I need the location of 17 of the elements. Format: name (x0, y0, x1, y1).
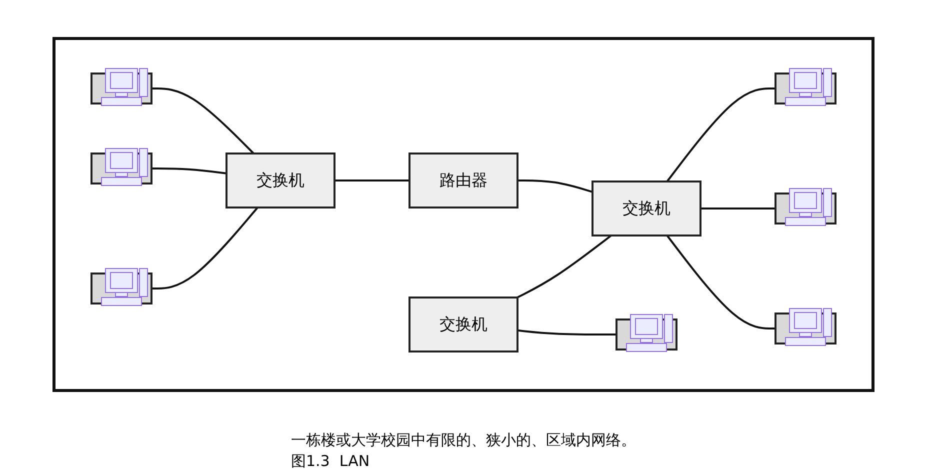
cluster (52, 37, 874, 392)
connector (152, 168, 227, 174)
figure-caption: 图1.3 LAN (291, 452, 371, 471)
connector (334, 180, 410, 182)
connector (516, 234, 612, 298)
connector (517, 329, 616, 336)
connector (152, 206, 258, 290)
connector (152, 88, 254, 154)
connector (666, 88, 776, 182)
connector (666, 234, 776, 330)
node-box: 路由器 (408, 152, 518, 208)
node-box: 交换机 (226, 152, 336, 208)
node-box: 交换机 (408, 296, 518, 352)
connector (700, 208, 776, 210)
description-text: 一栋楼或大学校园中有限的、狭小的、区域内网络。 (291, 431, 636, 450)
connector (518, 180, 593, 193)
node-box: 交换机 (592, 180, 702, 236)
